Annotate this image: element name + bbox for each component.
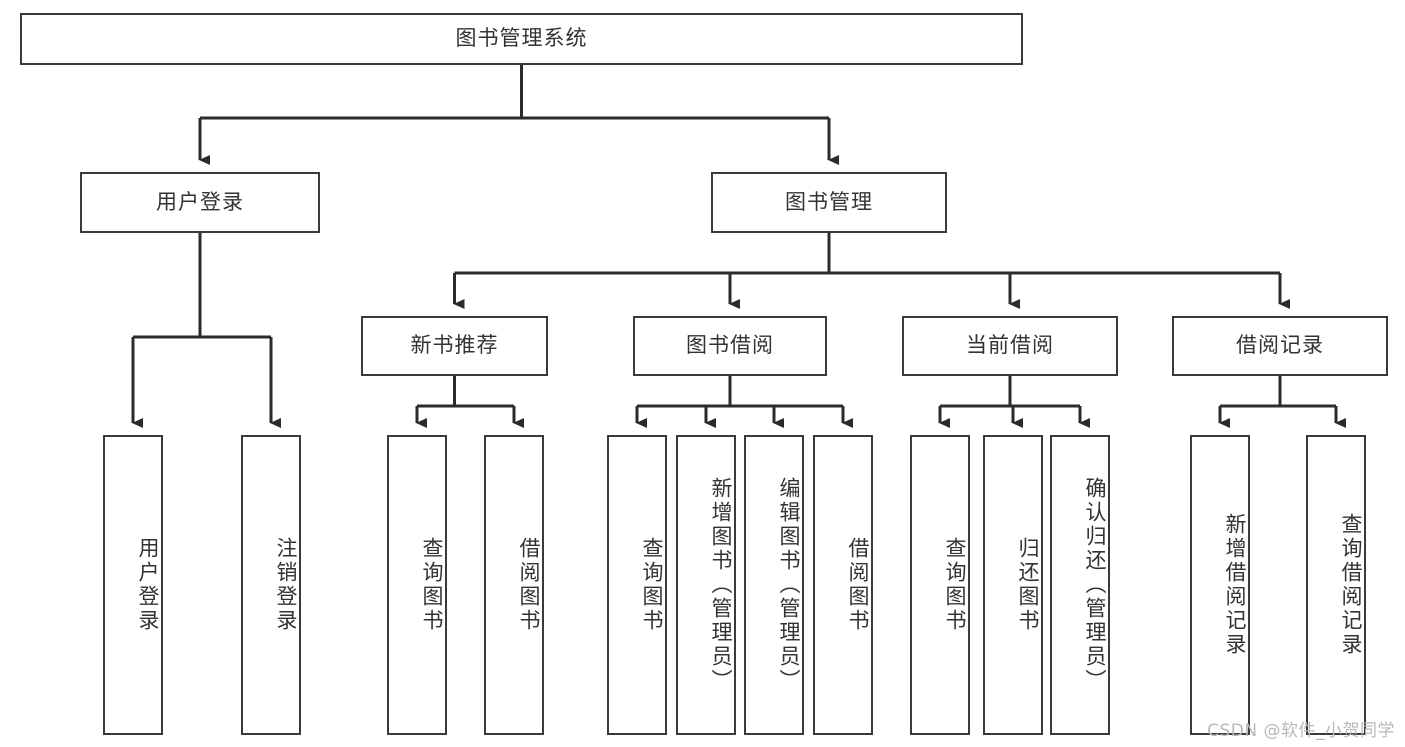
node-label: 用户登录 [136,537,160,633]
node-leaf-confirm-return[interactable]: 确认归还（管理员） [1050,435,1110,735]
node-label: 借阅图书 [517,537,541,633]
node-label: 借阅图书 [846,537,870,633]
node-label: 图书借阅 [686,333,774,358]
node-label: 图书管理系统 [455,26,588,51]
node-leaf-add-book[interactable]: 新增图书（管理员） [676,435,736,735]
node-label: 新增借阅记录 [1223,513,1247,657]
node-leaf-add-record[interactable]: 新增借阅记录 [1190,435,1250,735]
node-leaf-borrow-book-1[interactable]: 借阅图书 [484,435,544,735]
node-book-borrow[interactable]: 图书借阅 [633,316,827,376]
node-label: 确认归还（管理员） [1083,477,1107,693]
node-new-book-rec[interactable]: 新书推荐 [361,316,548,376]
node-leaf-query-book-1[interactable]: 查询图书 [387,435,447,735]
node-label: 查询图书 [640,537,664,633]
watermark-text: CSDN @软件_小贺同学 [1207,721,1395,741]
node-root[interactable]: 图书管理系统 [20,13,1023,65]
node-label: 编辑图书（管理员） [777,477,801,693]
node-label: 图书管理 [785,189,873,214]
node-label: 查询图书 [943,537,967,633]
node-user-login[interactable]: 用户登录 [80,172,320,233]
node-label: 新增图书（管理员） [709,477,733,693]
node-label: 借阅记录 [1236,333,1324,358]
node-label: 当前借阅 [966,333,1054,358]
node-leaf-return-book[interactable]: 归还图书 [983,435,1043,735]
node-label: 归还图书 [1016,537,1040,633]
node-leaf-borrow-book-2[interactable]: 借阅图书 [813,435,873,735]
node-borrow-record[interactable]: 借阅记录 [1172,316,1388,376]
node-leaf-logout[interactable]: 注销登录 [241,435,301,735]
node-label: 注销登录 [274,537,298,633]
node-book-manage[interactable]: 图书管理 [711,172,947,233]
node-leaf-query-book-2[interactable]: 查询图书 [607,435,667,735]
node-label: 查询图书 [420,537,444,633]
node-current-borrow[interactable]: 当前借阅 [902,316,1118,376]
node-leaf-user-login[interactable]: 用户登录 [103,435,163,735]
node-leaf-query-record[interactable]: 查询借阅记录 [1306,435,1366,735]
node-leaf-query-book-3[interactable]: 查询图书 [910,435,970,735]
node-label: 查询借阅记录 [1339,513,1363,657]
node-label: 新书推荐 [410,333,499,358]
node-leaf-edit-book[interactable]: 编辑图书（管理员） [744,435,804,735]
node-label: 用户登录 [156,189,244,214]
